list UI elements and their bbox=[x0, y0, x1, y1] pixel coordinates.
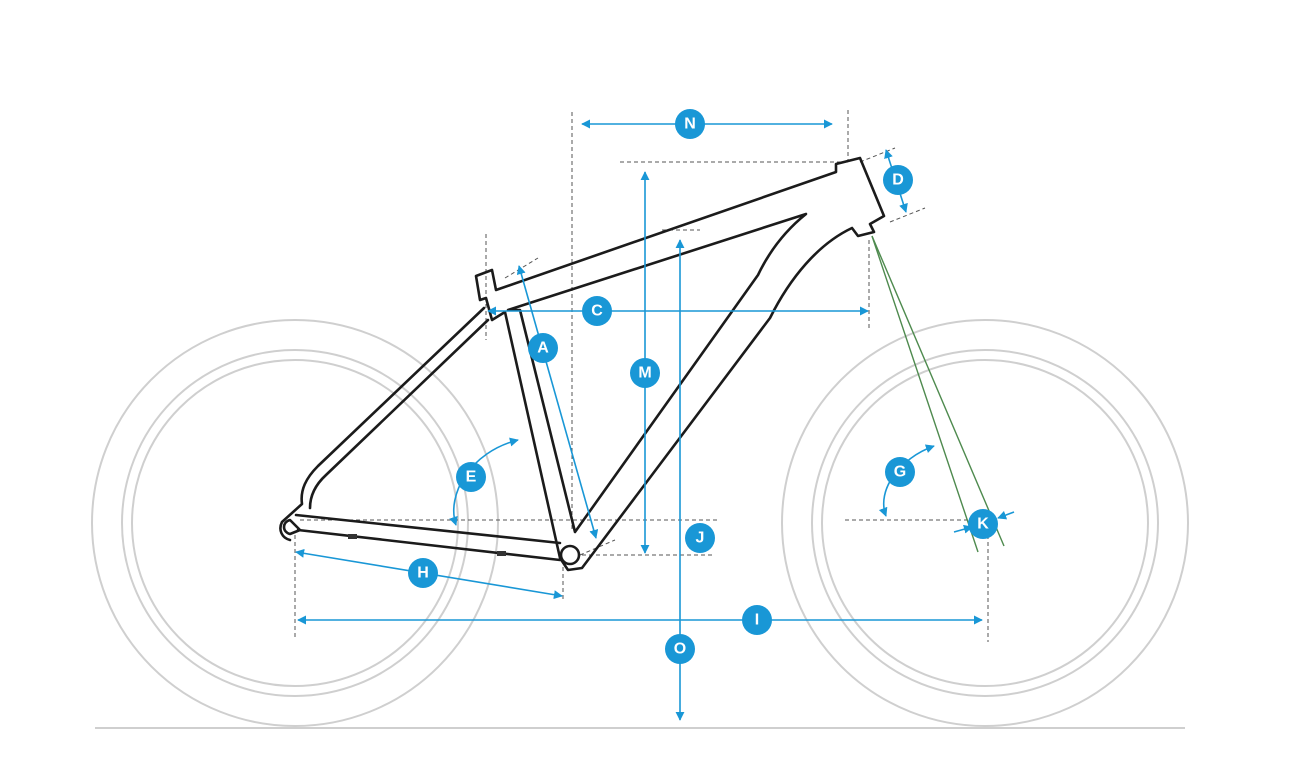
badge-d: D bbox=[883, 165, 913, 195]
badge-n: N bbox=[675, 109, 705, 139]
badge-i: I bbox=[742, 605, 772, 635]
badge-o-label: O bbox=[674, 641, 686, 658]
bottom-bracket bbox=[559, 544, 581, 566]
badge-e: E bbox=[456, 462, 486, 492]
dimension-lines bbox=[295, 119, 1015, 721]
badge-a: A bbox=[528, 333, 558, 363]
badge-c: C bbox=[582, 296, 612, 326]
front-wheel bbox=[781, 319, 1189, 727]
badge-i-label: I bbox=[755, 612, 759, 629]
badge-g: G bbox=[885, 457, 915, 487]
badge-o: O bbox=[665, 634, 695, 664]
badge-h: H bbox=[408, 558, 438, 588]
badge-d-label: D bbox=[892, 172, 904, 189]
badge-m: M bbox=[630, 358, 660, 388]
badge-h-label: H bbox=[417, 565, 429, 582]
badge-a-label: A bbox=[537, 340, 549, 357]
badge-j: J bbox=[685, 523, 715, 553]
badge-k: K bbox=[968, 509, 998, 539]
badge-j-label: J bbox=[696, 530, 705, 547]
badge-n-label: N bbox=[684, 116, 696, 133]
bike-frame bbox=[279, 156, 886, 572]
badge-m-label: M bbox=[638, 365, 651, 382]
badge-k-label: K bbox=[977, 516, 989, 533]
badge-g-label: G bbox=[894, 464, 906, 481]
badge-e-label: E bbox=[466, 469, 477, 486]
rear-wheel bbox=[91, 319, 499, 727]
steering-axis bbox=[871, 235, 1005, 553]
badge-c-label: C bbox=[591, 303, 603, 320]
